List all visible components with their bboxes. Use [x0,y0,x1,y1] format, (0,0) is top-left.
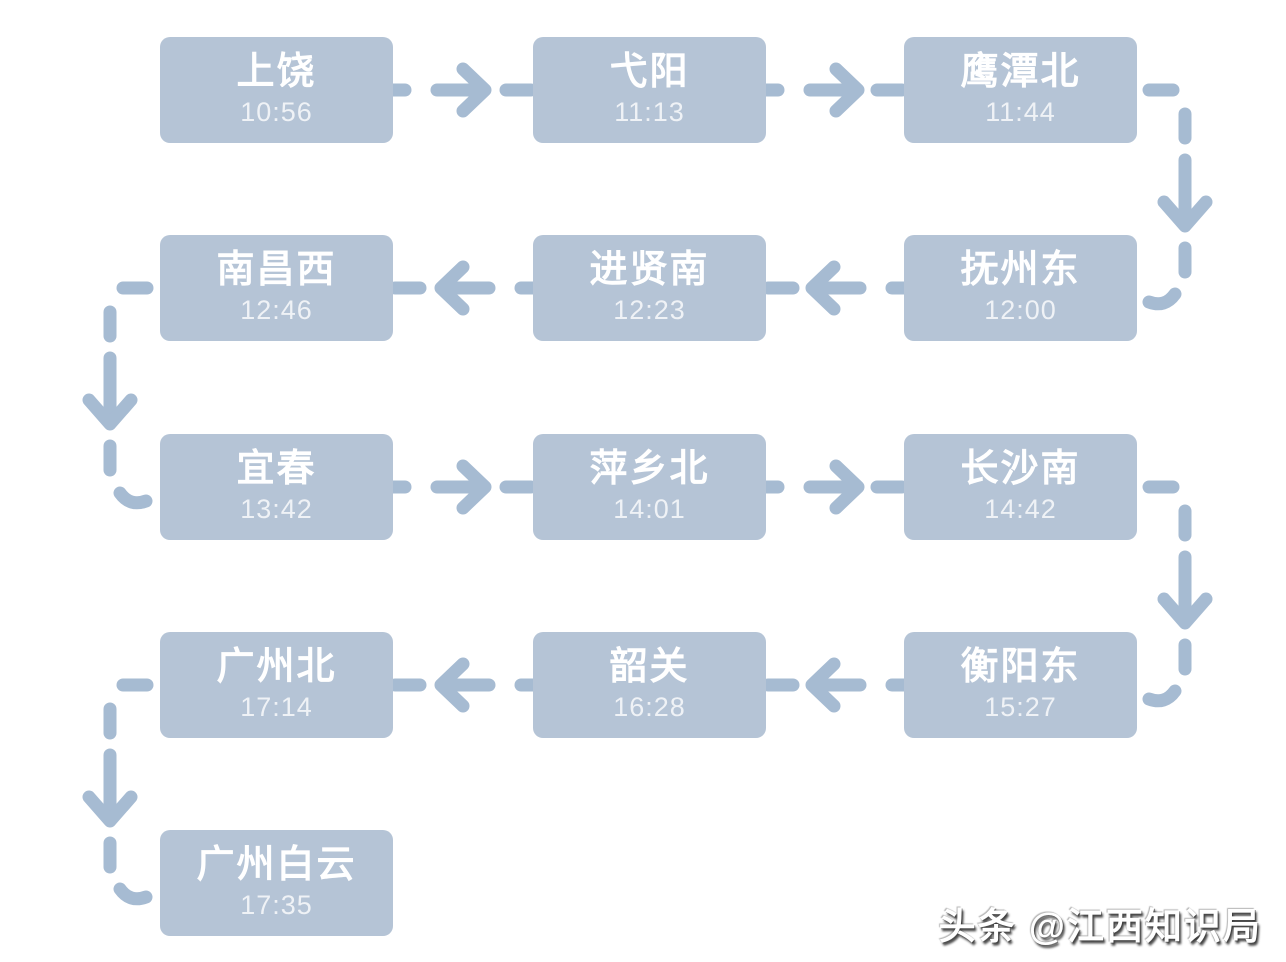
connector-dash [1142,684,1182,708]
station-name: 进贤南 [589,249,710,292]
station-name: 衡阳东 [960,646,1081,689]
station-box: 南昌西 12:46 [160,235,393,341]
arrow-left-icon [434,657,470,713]
station-name: 长沙南 [960,448,1081,491]
station-box: 韶关 16:28 [533,632,766,738]
arrow-right-icon [456,62,492,118]
arrow-down-icon [1157,195,1213,233]
connector-dash [1142,287,1182,311]
station-name: 宜春 [236,448,317,491]
station-box: 宜春 13:42 [160,434,393,540]
station-time: 17:14 [240,691,313,722]
station-name: 抚州东 [960,249,1081,292]
station-time: 12:23 [613,294,686,325]
station-time: 11:44 [985,96,1056,127]
station-name: 弋阳 [609,51,690,94]
station-box: 长沙南 14:42 [904,434,1137,540]
arrow-right-icon [456,459,492,515]
station-time: 10:56 [240,96,313,127]
station-time: 12:46 [240,294,313,325]
station-box: 弋阳 11:13 [533,37,766,143]
watermark: 头条 @江西知识局 [938,906,1262,947]
station-box: 广州北 17:14 [160,632,393,738]
station-name: 广州北 [216,646,337,689]
arrow-right-icon [829,459,865,515]
station-name: 南昌西 [216,249,337,292]
station-time: 16:28 [613,691,686,722]
connector-dash [113,882,153,906]
station-box: 萍乡北 14:01 [533,434,766,540]
station-time: 14:01 [613,493,686,524]
arrow-right-icon [829,62,865,118]
station-box: 抚州东 12:00 [904,235,1137,341]
connector-dash [113,486,153,510]
arrow-down-icon [1157,592,1213,630]
station-box: 进贤南 12:23 [533,235,766,341]
station-box: 衡阳东 15:27 [904,632,1137,738]
station-time: 17:35 [240,889,313,920]
station-box: 广州白云 17:35 [160,830,393,936]
station-time: 12:00 [984,294,1057,325]
arrow-down-icon [82,790,138,828]
station-box: 鹰潭北 11:44 [904,37,1137,143]
station-time: 14:42 [984,493,1057,524]
station-time: 15:27 [984,691,1057,722]
station-name: 鹰潭北 [960,51,1081,94]
station-name: 韶关 [609,646,690,689]
station-name: 广州白云 [196,844,357,887]
station-time: 11:13 [614,96,685,127]
station-time: 13:42 [240,493,313,524]
arrow-down-icon [82,393,138,431]
arrow-left-icon [805,260,841,316]
arrow-left-icon [434,260,470,316]
station-box: 上饶 10:56 [160,37,393,143]
station-name: 上饶 [236,51,317,94]
arrow-left-icon [805,657,841,713]
station-name: 萍乡北 [589,448,710,491]
